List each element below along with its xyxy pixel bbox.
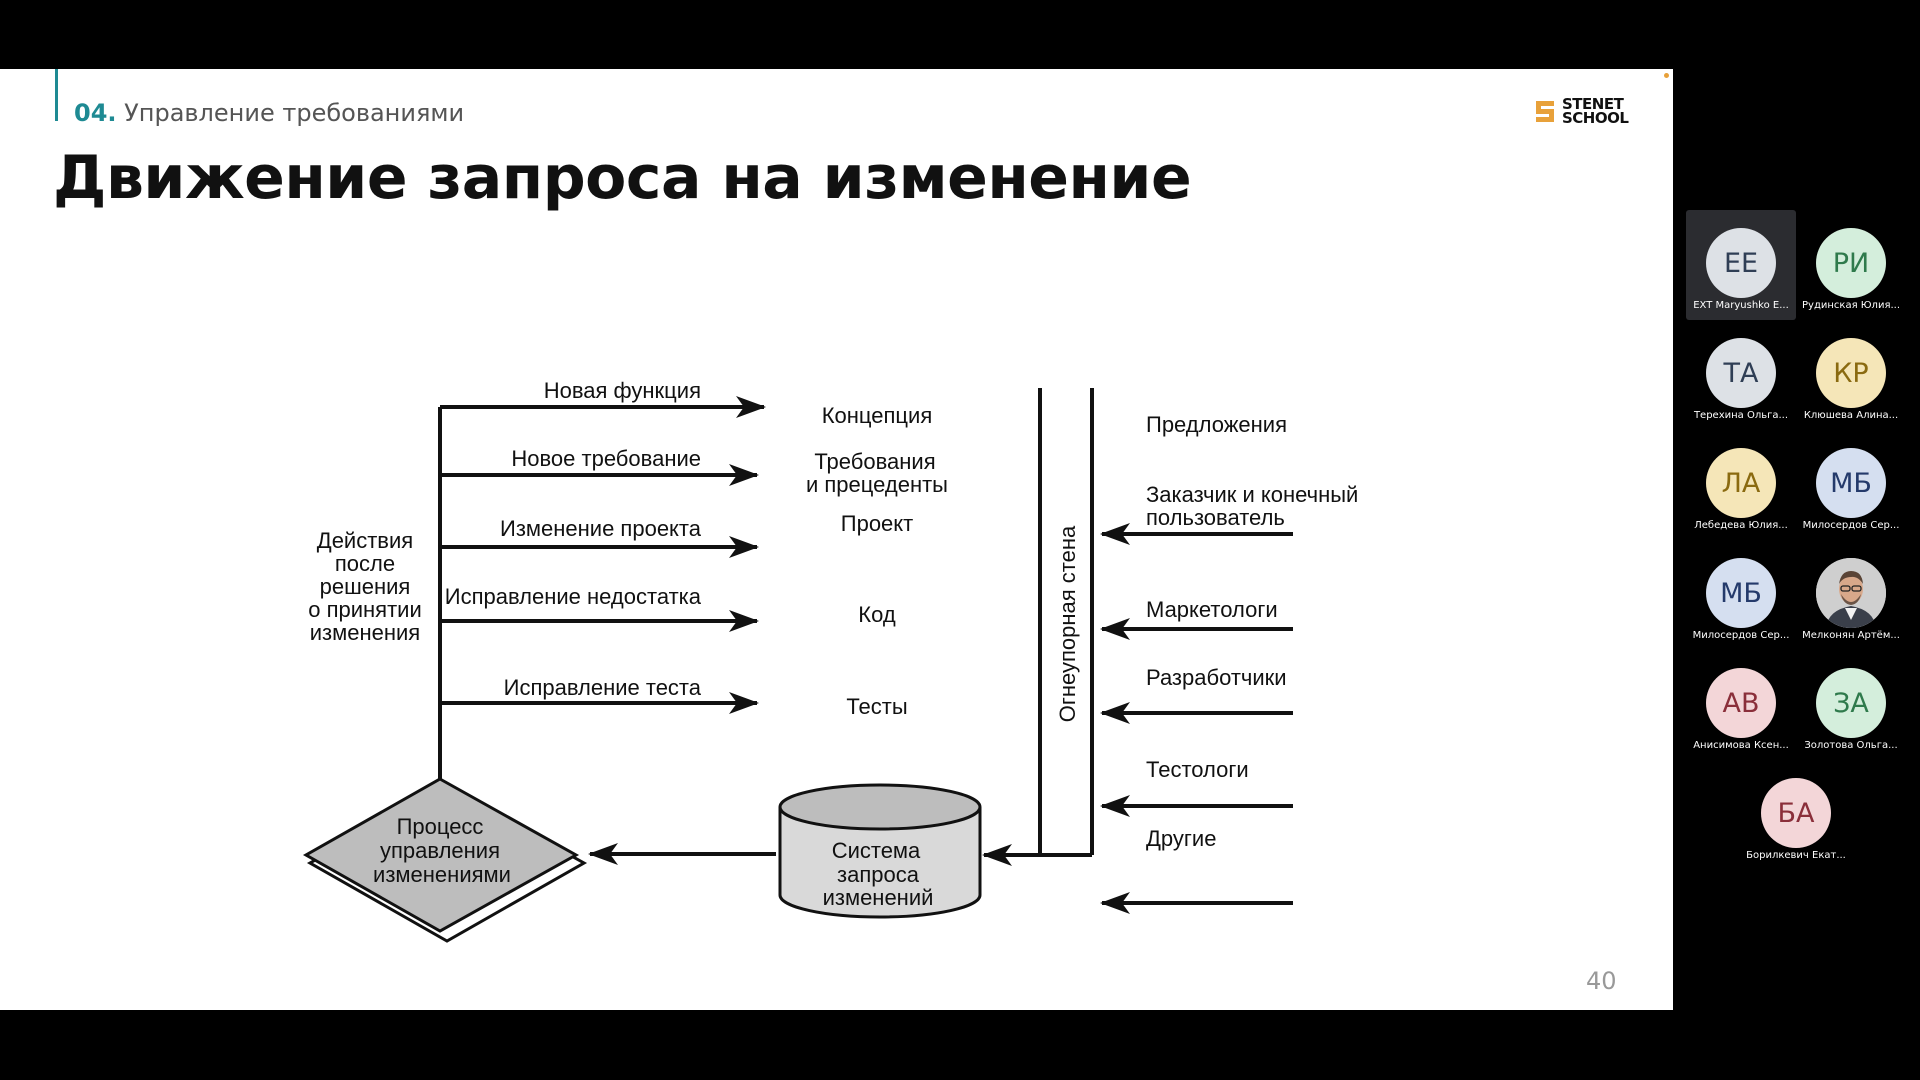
participant-initials: ЗА bbox=[1833, 687, 1869, 719]
stenet-school-logo: STENET SCHOOL bbox=[1532, 95, 1629, 127]
target-requirements-line1: Требования bbox=[814, 449, 935, 474]
participant-initials: МБ bbox=[1720, 577, 1762, 609]
participant-avatar: АВ bbox=[1706, 668, 1776, 738]
target-requirements-line2: и прецеденты bbox=[806, 472, 948, 497]
participant-initials: КР bbox=[1833, 357, 1869, 389]
change-request-diagram: Новая функция Новое требование Изменение… bbox=[302, 378, 1358, 943]
participant-tile[interactable]: ТА Терехина Ольга... bbox=[1686, 320, 1796, 430]
section-title: Управление требованиями bbox=[124, 99, 465, 127]
action-label-defect-fix: Исправление недостатка bbox=[445, 584, 702, 609]
participant-initials: МБ bbox=[1830, 467, 1872, 499]
target-concept: Концепция bbox=[822, 403, 933, 428]
participant-initials: РИ bbox=[1832, 247, 1870, 279]
participant-avatar: РИ bbox=[1816, 228, 1886, 298]
left-label-line1: Действия bbox=[317, 528, 413, 553]
participant-avatar: ЛА bbox=[1706, 448, 1776, 518]
participant-name: Золотова Ольга... bbox=[1804, 740, 1898, 751]
target-tests: Тесты bbox=[846, 694, 907, 719]
system-label-line3: изменений bbox=[823, 885, 934, 910]
participant-tile[interactable]: ЕЕ EXT Maryushko E... bbox=[1686, 210, 1796, 320]
action-label-new-function: Новая функция bbox=[544, 378, 701, 403]
participant-name: Мелконян Артём... bbox=[1802, 630, 1900, 641]
action-label-new-requirement: Новое требование bbox=[511, 446, 701, 471]
participant-avatar: ЕЕ bbox=[1706, 228, 1776, 298]
action-label-test-fix: Исправление теста bbox=[504, 675, 702, 700]
participant-name: EXT Maryushko E... bbox=[1693, 300, 1789, 311]
source-customer-line1: Заказчик и конечный bbox=[1146, 482, 1358, 507]
participant-tile[interactable]: МБ Милосердов Сер... bbox=[1686, 540, 1796, 650]
participant-tile[interactable]: ЛА Лебедева Юлия... bbox=[1686, 430, 1796, 540]
proposals-label: Предложения bbox=[1146, 412, 1287, 437]
page-number: 40 bbox=[1586, 967, 1617, 995]
presentation-slide: 04. Управление требованиями Движение зап… bbox=[0, 69, 1673, 1010]
participant-tile[interactable]: АВ Анисимова Ксен... bbox=[1686, 650, 1796, 760]
source-customer-line2: пользователь bbox=[1146, 505, 1285, 530]
process-diamond: Процесс управления изменениями bbox=[302, 777, 588, 943]
participants-panel: ЕЕ EXT Maryushko E... РИ Рудинская Юлия... Т… bbox=[1684, 210, 1920, 890]
participant-tile[interactable]: МБ Милосердов Сер... bbox=[1796, 430, 1906, 540]
section-label: 04. Управление требованиями bbox=[74, 99, 464, 127]
participant-name: Борилкевич Екат... bbox=[1746, 850, 1846, 861]
participant-initials: ЛА bbox=[1721, 467, 1761, 499]
process-label-line1: Процесс bbox=[397, 814, 484, 839]
action-arrows bbox=[440, 396, 766, 714]
left-label-line2: после bbox=[335, 551, 395, 576]
logo-mark-icon bbox=[1536, 101, 1554, 122]
source-others: Другие bbox=[1146, 826, 1216, 851]
participant-avatar: МБ bbox=[1706, 558, 1776, 628]
participant-initials: ТА bbox=[1723, 357, 1759, 389]
accent-line bbox=[55, 69, 58, 121]
participant-tile[interactable]: РИ Рудинская Юлия... bbox=[1796, 210, 1906, 320]
participant-tile[interactable]: ЗА Золотова Ольга... bbox=[1796, 650, 1906, 760]
firewall-label: Огнеупорная стена bbox=[1055, 525, 1080, 722]
left-label-line4: о принятии bbox=[308, 597, 422, 622]
target-project: Проект bbox=[841, 511, 913, 536]
participant-name: Анисимова Ксен... bbox=[1693, 740, 1789, 751]
system-label-line1: Система bbox=[832, 838, 921, 863]
process-label-line3: изменениями bbox=[373, 862, 511, 887]
slide-title: Движение запроса на изменение bbox=[53, 143, 1192, 213]
source-developers: Разработчики bbox=[1146, 665, 1287, 690]
participant-name: Клюшева Алина... bbox=[1803, 410, 1899, 421]
participant-avatar: МБ bbox=[1816, 448, 1886, 518]
system-label-line2: запроса bbox=[837, 862, 920, 887]
participant-tile[interactable]: Мелконян Артём... bbox=[1796, 540, 1906, 650]
participant-avatar: БА bbox=[1761, 778, 1831, 848]
participant-photo bbox=[1816, 558, 1886, 628]
participant-name: Милосердов Сер... bbox=[1692, 630, 1790, 641]
participant-initials: АВ bbox=[1722, 687, 1760, 719]
participant-name: Терехина Ольга... bbox=[1693, 410, 1789, 421]
participant-avatar: ТА bbox=[1706, 338, 1776, 408]
left-label-line5: изменения bbox=[310, 620, 420, 645]
participant-initials: БА bbox=[1777, 797, 1815, 829]
participant-avatar: КР bbox=[1816, 338, 1886, 408]
person-icon bbox=[1816, 558, 1886, 628]
target-code: Код bbox=[858, 602, 896, 627]
left-label-line3: решения bbox=[320, 574, 411, 599]
participant-name: Лебедева Юлия... bbox=[1694, 520, 1788, 531]
request-system-cylinder: Система запроса изменений bbox=[778, 783, 982, 919]
source-testers: Тестологи bbox=[1146, 757, 1249, 782]
source-marketers: Маркетологи bbox=[1146, 597, 1278, 622]
participant-name: Милосердов Сер... bbox=[1802, 520, 1900, 531]
section-number: 04. bbox=[74, 99, 117, 127]
firewall: Огнеупорная стена bbox=[1038, 388, 1094, 857]
participant-avatar: ЗА bbox=[1816, 668, 1886, 738]
logo-line-1: STENET bbox=[1562, 95, 1624, 113]
participant-tile[interactable]: БА Борилкевич Екат... bbox=[1741, 760, 1851, 870]
participant-tile[interactable]: КР Клюшева Алина... bbox=[1796, 320, 1906, 430]
source-arrows bbox=[1100, 523, 1293, 914]
participant-initials: ЕЕ bbox=[1723, 247, 1759, 279]
corner-dot bbox=[1664, 73, 1669, 78]
participant-name: Рудинская Юлия... bbox=[1802, 300, 1900, 311]
action-label-project-change: Изменение проекта bbox=[500, 516, 702, 541]
process-label-line2: управления bbox=[380, 838, 500, 863]
logo-line-2: SCHOOL bbox=[1562, 109, 1629, 127]
